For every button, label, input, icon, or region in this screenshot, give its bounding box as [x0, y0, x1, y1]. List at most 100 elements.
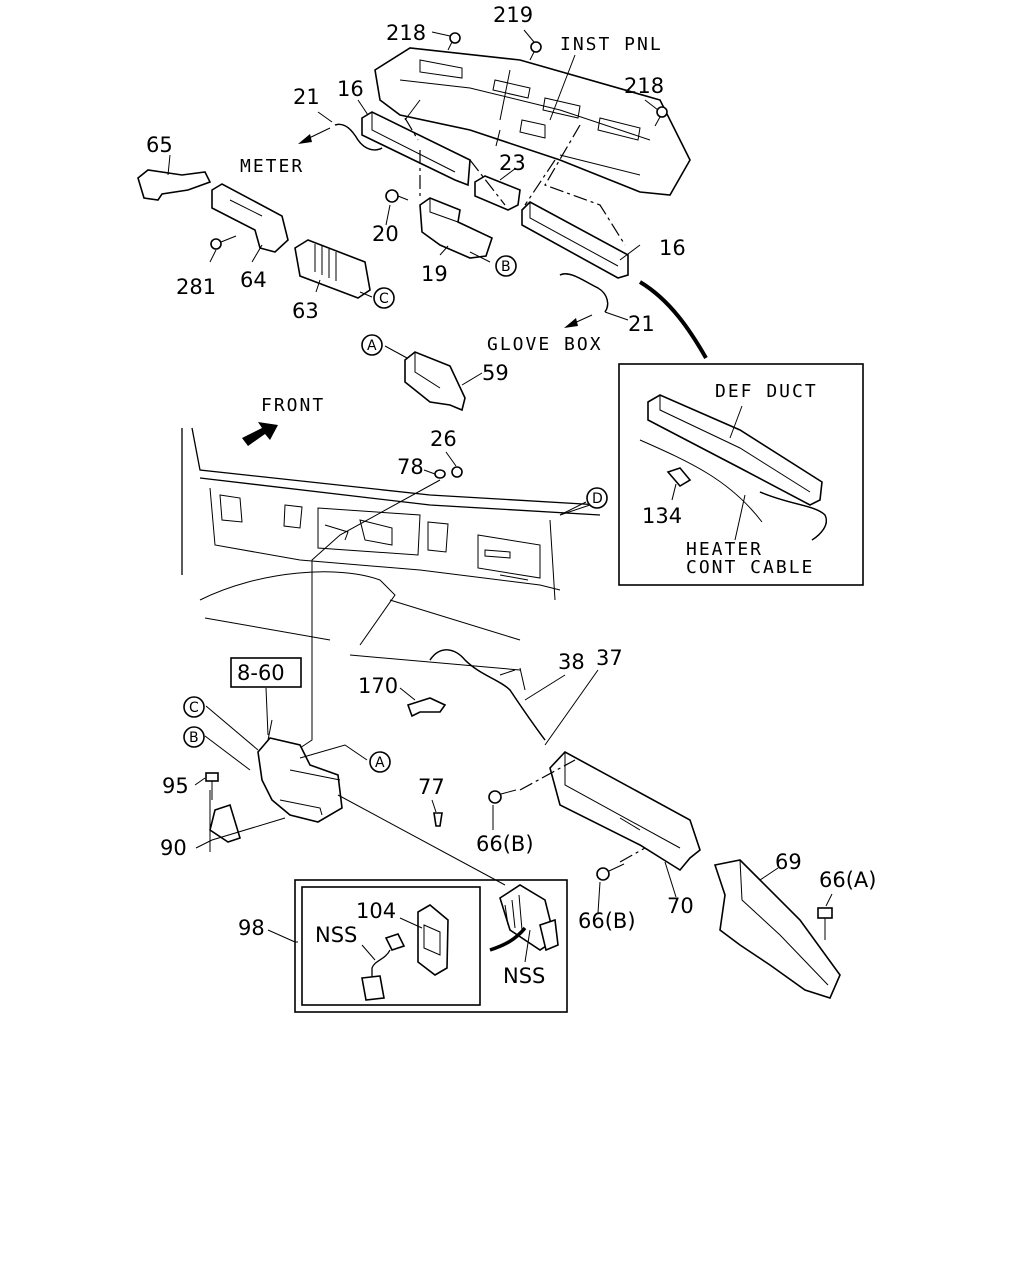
leader-nss-right — [524, 929, 531, 963]
part-number-label: 104 — [356, 899, 396, 923]
screw-20 — [385, 189, 409, 203]
bracket-64 — [211, 183, 289, 253]
screw-219 — [529, 41, 542, 61]
def-duct-inset-box — [618, 363, 864, 586]
heater-cont-cable-label: CONT CABLE — [686, 557, 814, 578]
glove-box-label: GLOVE BOX — [487, 334, 603, 355]
leader-104 — [399, 917, 423, 929]
ref-box-8-60 — [230, 657, 302, 688]
part-number-label: 19 — [421, 262, 448, 286]
svg-text:D: D — [592, 491, 603, 507]
part-number-label: 64 — [240, 268, 267, 292]
instrument-panel — [374, 47, 691, 196]
inst-pnl-label: INST PNL — [560, 34, 663, 55]
leader-98 — [267, 929, 296, 943]
bolt-95 — [205, 772, 219, 800]
part-number-label: 98 — [238, 916, 265, 940]
circle-ref-C-left: C — [183, 696, 205, 718]
circle-ref-D: D — [586, 487, 608, 509]
clamp-170 — [406, 697, 447, 718]
part-number-label: 66(A) — [819, 868, 876, 892]
part-number-label: 95 — [162, 774, 189, 798]
firewall-panel — [181, 427, 601, 671]
screw-66a — [817, 907, 833, 940]
nss-label: NSS — [315, 923, 357, 947]
part-59 — [404, 351, 466, 412]
part-number-label: 26 — [430, 427, 457, 451]
part-number-label: 21 — [628, 312, 655, 336]
nss-blower-part — [499, 884, 559, 952]
circle-ref-A-left: A — [369, 751, 391, 773]
part-number-label: 170 — [358, 674, 398, 698]
svg-text:B: B — [189, 730, 199, 746]
nss-resistor-104 — [417, 904, 449, 976]
nss-callout-arrow — [489, 926, 527, 952]
part-number-label: 69 — [775, 850, 802, 874]
part-number-label: 65 — [146, 133, 173, 157]
part-number-label: 21 — [293, 85, 320, 109]
part-number-label: 77 — [418, 775, 445, 799]
screw-66b-lower — [596, 863, 625, 881]
leader-78-down — [299, 479, 441, 749]
glove-box-arrow — [564, 314, 593, 328]
duct-69 — [713, 859, 841, 999]
circle-ref-A-mid: A — [361, 334, 383, 356]
inset-callout-arrow — [638, 280, 708, 359]
svg-text:A: A — [375, 755, 385, 771]
screw-281 — [210, 235, 237, 250]
part-number-label: 78 — [397, 455, 424, 479]
front-label: FRONT — [261, 395, 325, 416]
screw-77 — [433, 812, 443, 827]
part-number-label: 281 — [176, 275, 216, 299]
part-number-label: 70 — [667, 894, 694, 918]
heater-cont-cable-label: HEATER — [686, 539, 763, 560]
part-number-label: 66(B) — [476, 832, 534, 856]
part-number-label: 16 — [659, 236, 686, 260]
part-number-label: 218 — [624, 74, 664, 98]
leader-D — [559, 501, 587, 516]
duct-16-right — [521, 201, 629, 279]
part-number-label: 16 — [337, 77, 364, 101]
def-duct-detail — [639, 394, 827, 541]
leader-26 — [445, 451, 457, 467]
part-number-label: 90 — [160, 836, 187, 860]
nss-connector — [361, 933, 406, 1001]
hose-21-bottom — [559, 273, 609, 313]
part-number-label: 23 — [499, 151, 526, 175]
front-arrow — [242, 422, 278, 446]
meter-label: METER — [240, 156, 304, 177]
inset-98-outer — [294, 879, 568, 1013]
part-65 — [137, 169, 212, 201]
ref-8-60-label: 8-60 — [237, 661, 285, 685]
nss-label: NSS — [503, 964, 545, 988]
part-labels: 218 219 INST PNL 218 21 16 65 METER 23 2… — [146, 3, 876, 988]
circle-ref-B-left: B — [183, 726, 205, 748]
def-duct-label: DEF DUCT — [715, 381, 818, 402]
part-number-label: 218 — [386, 21, 426, 45]
blower-unit — [257, 719, 343, 823]
part-number-label: 63 — [292, 299, 319, 323]
part-number-label: 134 — [642, 504, 682, 528]
svg-text:C: C — [189, 700, 199, 716]
circle-ref-C-top: C — [373, 287, 395, 309]
circle-ref-B-top: B — [495, 255, 517, 277]
leader-78 — [423, 469, 436, 475]
part-number-label: 38 — [558, 650, 585, 674]
part-23 — [474, 175, 521, 211]
duct-16-left — [361, 111, 471, 187]
leader-lines-bottom — [194, 669, 833, 943]
screw-218-right — [654, 106, 668, 127]
part-number-label: 20 — [372, 222, 399, 246]
duct-19 — [419, 197, 493, 259]
duct-70 — [549, 751, 701, 872]
part-number-label: 59 — [482, 361, 509, 385]
screw-218-left — [447, 32, 461, 51]
inset-98-inner — [301, 886, 481, 1006]
svg-text:C: C — [379, 291, 389, 307]
hose-38-37 — [429, 649, 546, 741]
part-number-label: 219 — [493, 3, 533, 27]
screw-66b-upper — [488, 789, 517, 804]
hose-21-top — [334, 123, 383, 151]
leader-lines-top — [167, 29, 659, 386]
